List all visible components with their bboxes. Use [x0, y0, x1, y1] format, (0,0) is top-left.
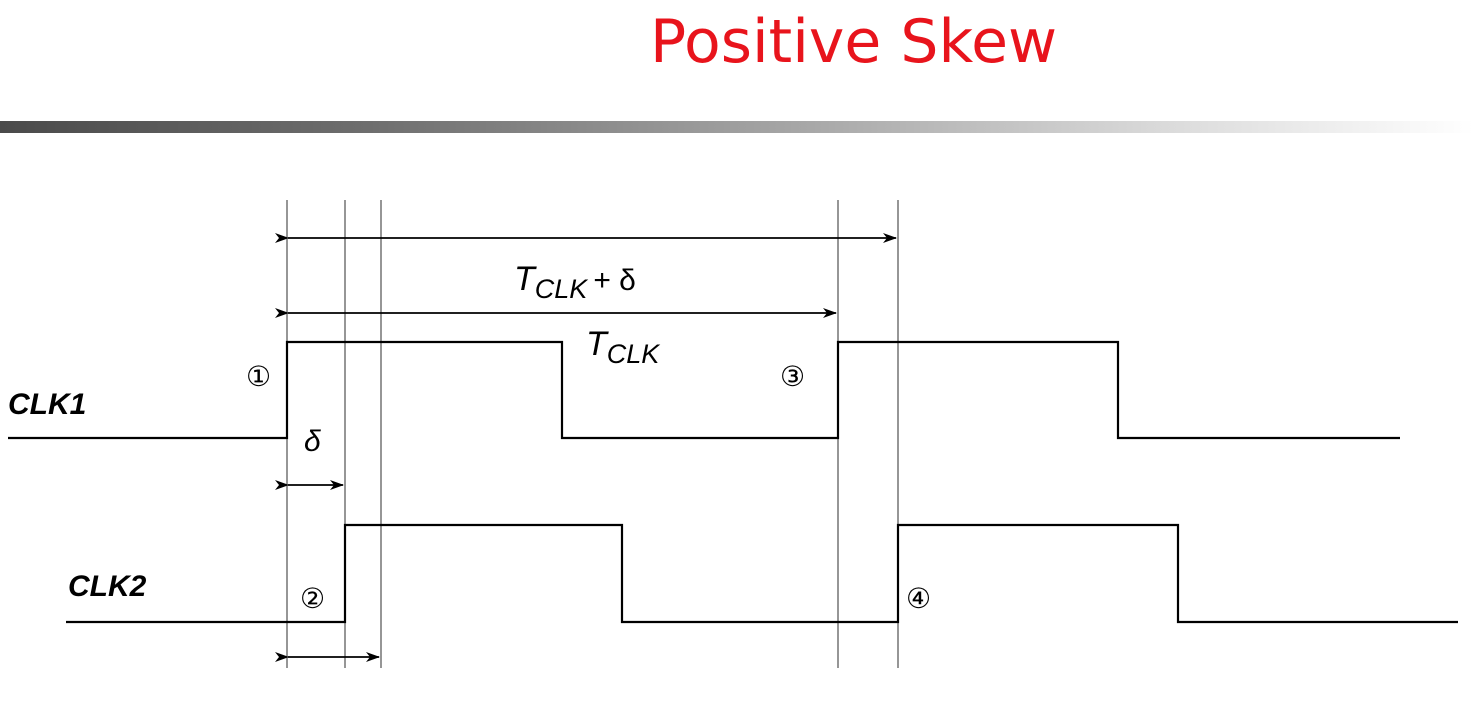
title-divider	[0, 121, 1474, 133]
tclk-plus-delta-label: TCLK+ δ	[514, 260, 636, 304]
clk1-waveform	[8, 340, 1400, 440]
clk2-label: CLK2	[68, 570, 147, 603]
marker-1: ①	[246, 360, 271, 393]
tclk-label: TCLK	[586, 325, 660, 369]
delta-label: δ	[304, 425, 321, 458]
tclk-plus-delta-tail: + δ	[593, 264, 636, 297]
marker-4: ④	[906, 582, 931, 615]
marker-2: ②	[300, 582, 325, 615]
tclk-plus-delta-main: T	[514, 260, 537, 298]
marker-3: ③	[780, 360, 805, 393]
tclk-sub: CLK	[607, 339, 661, 369]
clk2-waveform	[66, 523, 1458, 624]
tclk-plus-delta-sub: CLK	[535, 274, 589, 304]
clk1-label: CLK1	[8, 388, 86, 421]
tclk-main: T	[586, 325, 609, 363]
page-title: Positive Skew	[650, 7, 1058, 77]
